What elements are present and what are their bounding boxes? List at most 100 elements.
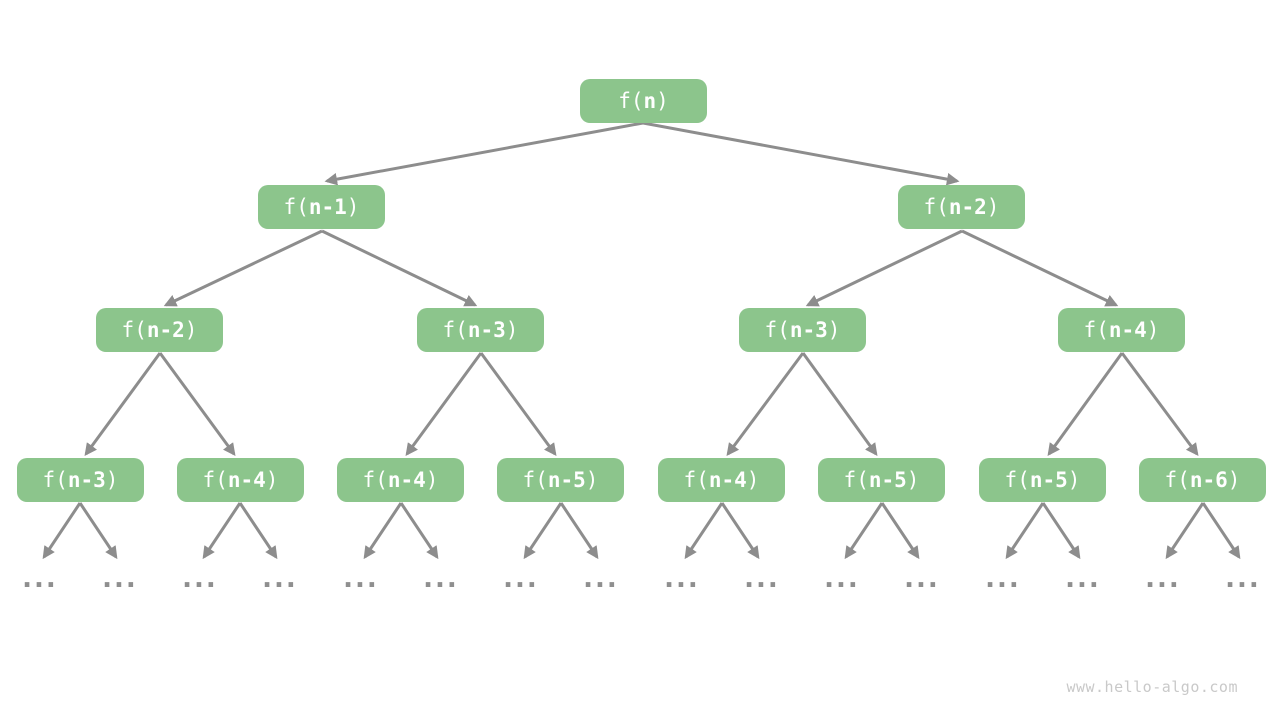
- node-label-arg: n-3: [467, 318, 506, 342]
- tree-node-fn-4: f(n-4): [337, 458, 464, 502]
- edge-arrow: [880, 502, 920, 560]
- edge-arrow: [961, 229, 1119, 307]
- ellipsis-leaf: ...: [664, 564, 700, 594]
- node-label: f(: [283, 195, 309, 219]
- ellipsis-leaf: ...: [423, 564, 459, 594]
- tree-node-fn-2: f(n-2): [898, 185, 1025, 229]
- node-label: f(: [1083, 318, 1109, 342]
- tree-node-fn-5: f(n-5): [979, 458, 1106, 502]
- edge-arrow: [321, 229, 478, 307]
- edge-arrow: [523, 502, 563, 560]
- ellipsis-leaf: ...: [262, 564, 298, 594]
- node-label: ): [105, 468, 119, 492]
- ellipsis-leaf: ...: [22, 564, 58, 594]
- tree-node-fn-5: f(n-5): [497, 458, 624, 502]
- node-label: ): [184, 318, 198, 342]
- node-label: ): [656, 89, 669, 113]
- tree-node-fn-3: f(n-3): [17, 458, 144, 502]
- edge-arrow: [1165, 502, 1205, 560]
- node-label: ): [1067, 468, 1081, 492]
- node-label: ): [1227, 468, 1241, 492]
- ellipsis-leaf: ...: [1225, 564, 1261, 594]
- node-label-arg: n-4: [1108, 318, 1147, 342]
- node-label: f(: [121, 318, 147, 342]
- tree-node-fn-4: f(n-4): [658, 458, 785, 502]
- tree-node-fn-5: f(n-5): [818, 458, 945, 502]
- edge-arrow: [42, 502, 82, 560]
- node-label-arg: n-6: [1189, 468, 1228, 492]
- edge-arrow: [158, 352, 236, 457]
- edge-arrow: [805, 229, 963, 307]
- node-label: f(: [442, 318, 468, 342]
- node-label: f(: [1164, 468, 1190, 492]
- node-label-arg: n-2: [146, 318, 185, 342]
- node-label: f(: [202, 468, 228, 492]
- node-label-arg: n-1: [308, 195, 347, 219]
- node-label: f(: [362, 468, 388, 492]
- ellipsis-leaf: ...: [744, 564, 780, 594]
- tree-node-fn-4: f(n-4): [177, 458, 304, 502]
- node-label-arg: n: [643, 89, 657, 113]
- node-label: f(: [683, 468, 709, 492]
- edge-arrow: [1041, 502, 1081, 560]
- tree-node-fn-3: f(n-3): [739, 308, 866, 352]
- node-label: ): [265, 468, 279, 492]
- node-label-arg: n-5: [868, 468, 907, 492]
- edge-arrow: [684, 502, 724, 560]
- edge-arrow: [844, 502, 884, 560]
- tree-node-fn-4: f(n-4): [1058, 308, 1185, 352]
- edge-arrow: [559, 502, 599, 560]
- tree-node-fn-3: f(n-3): [417, 308, 544, 352]
- node-label-arg: n-4: [227, 468, 266, 492]
- edge-arrow: [84, 352, 162, 457]
- tree-node-fn-1: f(n-1): [258, 185, 385, 229]
- node-label: ): [827, 318, 841, 342]
- node-label-arg: n-3: [67, 468, 106, 492]
- node-label: f(: [923, 195, 949, 219]
- node-label: ): [986, 195, 1000, 219]
- node-label: f(: [764, 318, 790, 342]
- node-label: f(: [843, 468, 869, 492]
- edge-arrow: [202, 502, 242, 560]
- edge-arrow: [1201, 502, 1241, 560]
- node-label: f(: [42, 468, 68, 492]
- node-label: ): [585, 468, 599, 492]
- node-label-arg: n-4: [708, 468, 747, 492]
- ellipsis-leaf: ...: [1145, 564, 1181, 594]
- edge-arrow: [479, 352, 557, 457]
- node-label: ): [746, 468, 760, 492]
- edge-arrow: [324, 121, 644, 186]
- ellipsis-leaf: ...: [1065, 564, 1101, 594]
- node-label-arg: n-4: [387, 468, 426, 492]
- node-label: ): [505, 318, 519, 342]
- tree-node-fn-6: f(n-6): [1139, 458, 1266, 502]
- edge-arrow: [1120, 352, 1199, 457]
- ellipsis-leaf: ...: [583, 564, 619, 594]
- node-label: ): [425, 468, 439, 492]
- node-label: f(: [522, 468, 548, 492]
- tree-node-fn: f(n): [580, 79, 707, 123]
- edge-arrow: [78, 502, 118, 560]
- node-label: ): [906, 468, 920, 492]
- tree-node-fn-2: f(n-2): [96, 308, 223, 352]
- edge-arrow: [363, 502, 403, 560]
- edge-arrow: [405, 352, 483, 457]
- ellipsis-leaf: ...: [182, 564, 218, 594]
- edge-arrow: [726, 352, 805, 457]
- node-label: f(: [618, 89, 644, 113]
- node-label: ): [346, 195, 360, 219]
- ellipsis-leaf: ...: [102, 564, 138, 594]
- edge-arrow: [642, 121, 960, 186]
- edge-arrow: [1047, 352, 1124, 457]
- edge-arrow: [801, 352, 878, 457]
- node-label-arg: n-5: [547, 468, 586, 492]
- edge-arrow: [163, 229, 323, 307]
- ellipsis-leaf: ...: [343, 564, 379, 594]
- node-label: ): [1146, 318, 1160, 342]
- watermark-text: www.hello-algo.com: [1066, 678, 1238, 696]
- edge-arrow: [1005, 502, 1045, 560]
- node-label: f(: [1004, 468, 1030, 492]
- ellipsis-leaf: ...: [904, 564, 940, 594]
